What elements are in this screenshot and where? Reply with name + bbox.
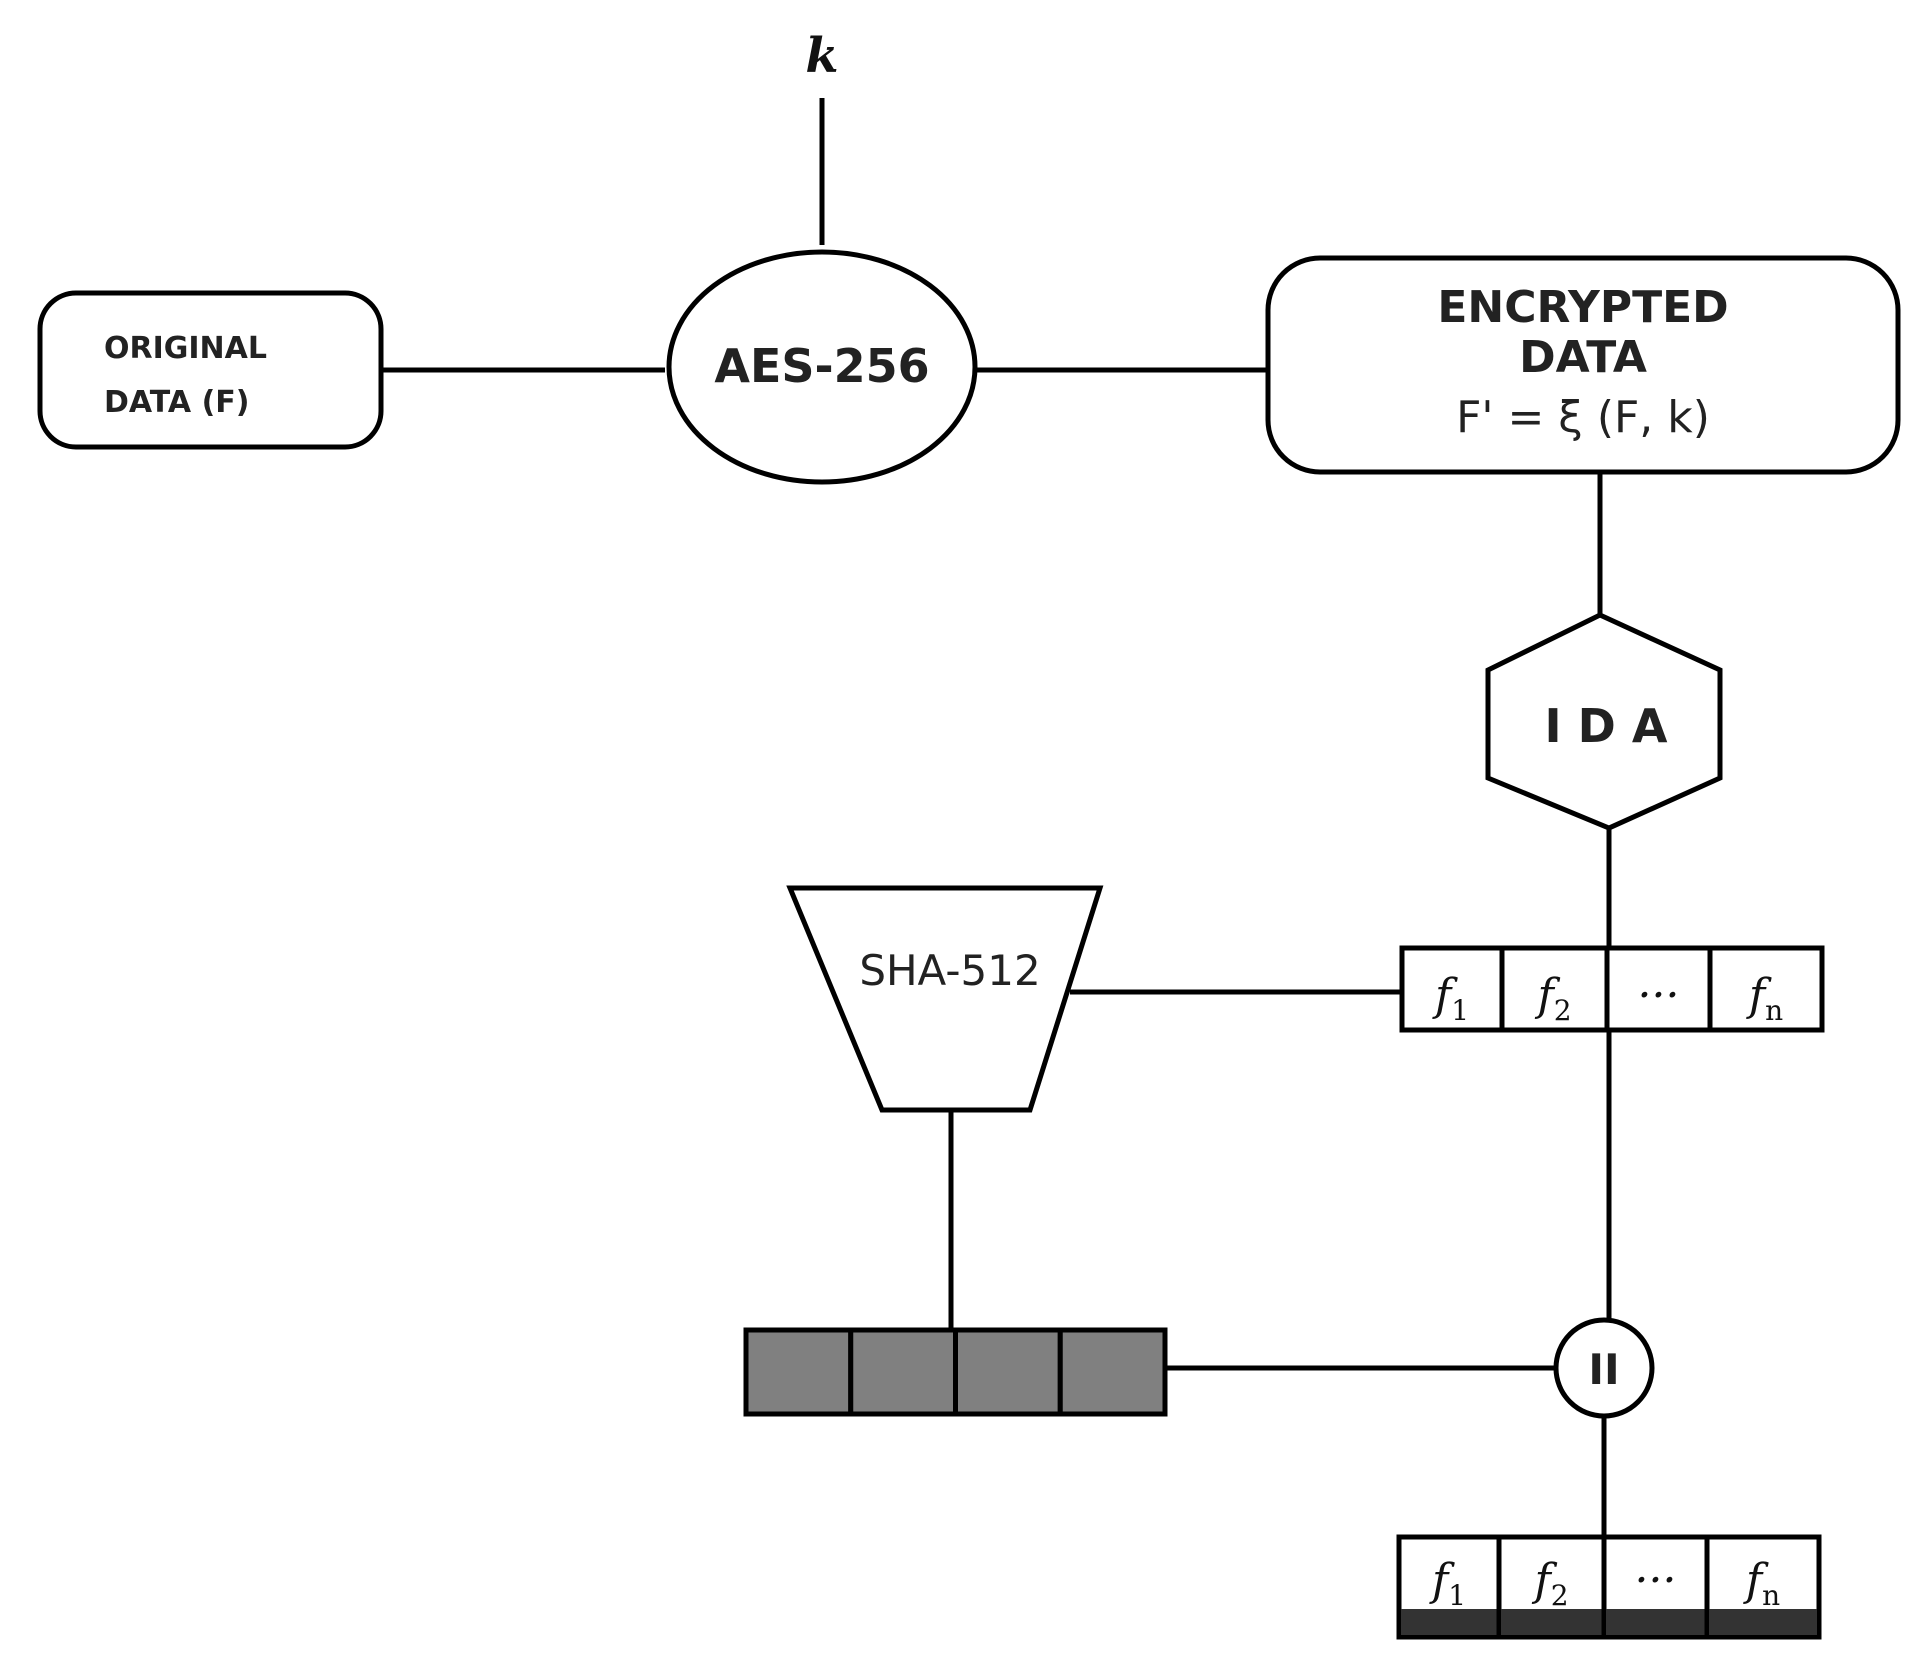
sha-trapezoid <box>786 885 1104 1113</box>
concat-node: II <box>1553 1317 1655 1419</box>
fragment-cell-label: ··· <box>1638 970 1680 1021</box>
fragment-cell-box <box>1399 945 1505 1033</box>
fragment-cell-box <box>1499 945 1610 1033</box>
concat-label: II <box>1588 1345 1619 1394</box>
output-fragment-cell-label: ··· <box>1635 1555 1677 1606</box>
fragment-cell: fn <box>1707 945 1825 1033</box>
output-fragment-cell-band <box>1501 1609 1602 1635</box>
ida-label: I D A <box>1545 699 1668 753</box>
key-label: k <box>805 28 838 84</box>
original-data-box: ORIGINAL DATA (F) <box>37 290 384 450</box>
hash-block-cell <box>1057 1327 1168 1417</box>
connectors <box>381 98 1612 1537</box>
ida-node: I D A <box>1485 612 1723 831</box>
encrypted-data-box: ENCRYPTED DATA F' = ξ (F, k) <box>1265 255 1901 475</box>
hash-block-cell <box>848 1327 958 1417</box>
output-fragment-cell-subscript: 2 <box>1551 1579 1569 1612</box>
aes-ellipse <box>666 249 978 485</box>
fragment-cell-subscript: n <box>1765 994 1783 1027</box>
aes-label: AES-256 <box>714 339 929 393</box>
output-fragment-cell-band <box>1606 1609 1705 1635</box>
original-data-line2: DATA (F) <box>104 385 250 420</box>
encrypted-data-shape <box>1265 255 1901 475</box>
fragment-cell: f2 <box>1499 945 1610 1033</box>
hash-block-cell <box>953 1327 1063 1417</box>
fragment-cell-base: ··· <box>1638 970 1680 1021</box>
sha-label: SHA-512 <box>859 946 1040 995</box>
fragment-cell-box <box>1604 945 1713 1033</box>
original-data-line1: ORIGINAL <box>104 331 267 366</box>
sha-node: SHA-512 <box>786 885 1104 1113</box>
output-fragment-cell: fn <box>1704 1534 1822 1640</box>
fragment-cell-box <box>1707 945 1825 1033</box>
output-fragment-cell-base: ··· <box>1635 1555 1677 1606</box>
hash-block-cell <box>743 1327 854 1417</box>
output-fragment-cell: f1 <box>1396 1534 1502 1640</box>
fragment-cell: ··· <box>1604 945 1713 1033</box>
output-fragment-cell: ··· <box>1601 1534 1710 1640</box>
output-fragment-cell-band <box>1709 1609 1817 1635</box>
hash-block-row <box>743 1327 1168 1417</box>
output-fragment-cell-subscript: n <box>1762 1579 1780 1612</box>
output-fragment-cell: f2 <box>1496 1534 1607 1640</box>
original-data-shape <box>37 290 384 450</box>
output-fragment-cell-subscript: 1 <box>1448 1579 1466 1612</box>
fragments-row: f1 f2 ··· fn <box>1399 945 1825 1033</box>
concat-circle <box>1553 1317 1655 1419</box>
encrypted-line1: ENCRYPTED <box>1437 282 1728 333</box>
encrypted-formula: F' = ξ (F, k) <box>1456 392 1710 443</box>
encrypted-line2: DATA <box>1519 332 1647 383</box>
fragment-cell: f1 <box>1399 945 1505 1033</box>
fragment-cell-subscript: 2 <box>1554 994 1572 1027</box>
aes-node: AES-256 <box>666 249 978 485</box>
ida-hexagon <box>1485 612 1723 831</box>
fragment-cell-label: f2 <box>1534 970 1571 1027</box>
fragment-cell-subscript: 1 <box>1451 994 1469 1027</box>
output-fragment-cell-band <box>1401 1609 1497 1635</box>
